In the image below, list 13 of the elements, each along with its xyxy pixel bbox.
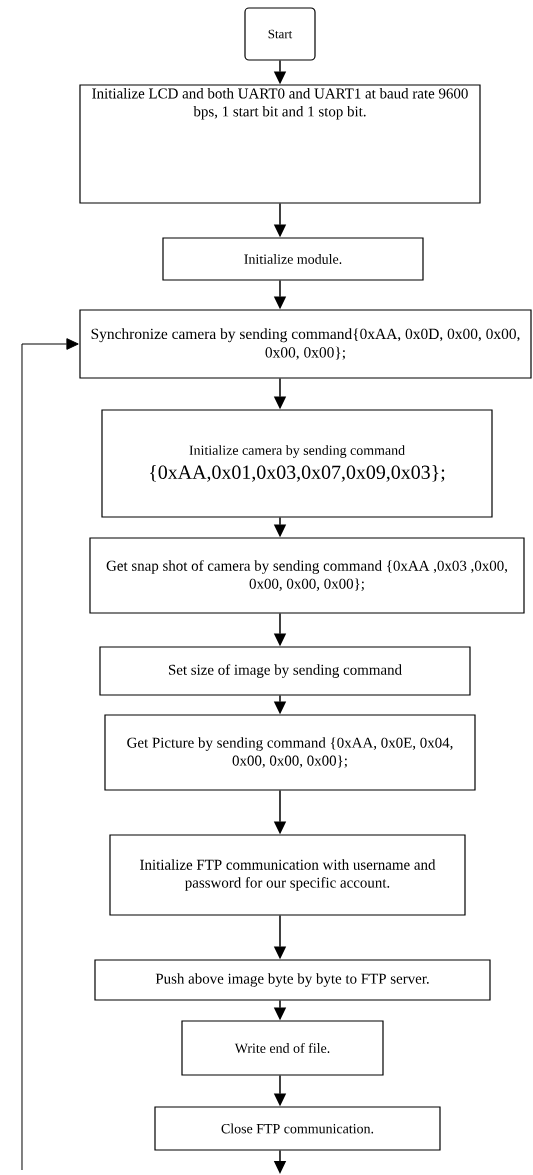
- process-box: Set size of image by sending command: [99, 646, 471, 696]
- process-box: Initialize camera by sending command {0xAA,0x01,0x03,0x07,0x09,0x03};: [101, 409, 493, 518]
- process-box: Initialize FTP communication with username and password for our specific account.: [109, 834, 466, 916]
- process-box: Push above image byte by byte to FTP server.: [94, 959, 491, 1001]
- process-box: Get Picture by sending command {0xAA, 0x0E, 0x04, 0x00, 0x00, 0x00};: [104, 714, 476, 791]
- process-box: Write end of file.: [181, 1020, 384, 1076]
- start-box: Start: [244, 7, 316, 61]
- process-box: Get snap shot of camera by sending command {0xAA ,0x03 ,0x00, 0x00, 0x00, 0x00};: [89, 537, 525, 614]
- process-box: Synchronize camera by sending command{0xAA, 0x0D, 0x00, 0x00, 0x00, 0x00};: [79, 309, 532, 379]
- process-box: Initialize module.: [162, 237, 424, 281]
- arrow: [21, 338, 79, 1171]
- process-box: Initialize LCD and both UART0 and UART1 at baud rate 9600 bps, 1 start bit and 1 stop bit.: [79, 84, 481, 204]
- process-box: Close FTP communication.: [154, 1106, 441, 1151]
